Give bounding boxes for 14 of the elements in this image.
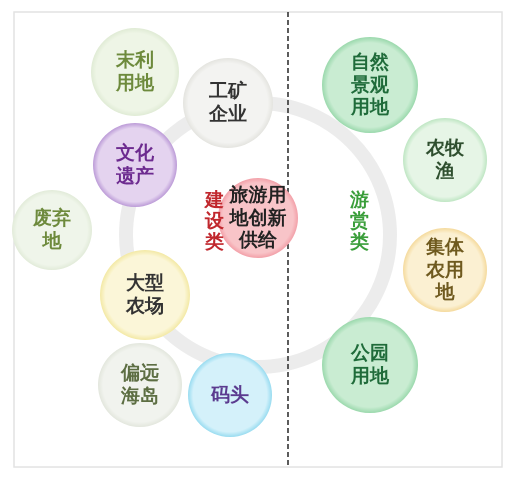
category-label: 建设类: [205, 190, 224, 253]
node-label: 工矿企业: [208, 80, 248, 126]
node-label: 文化遗产: [115, 142, 155, 188]
node-label: 自然景观用地: [350, 50, 390, 120]
node-label: 旅游用地创新供给: [228, 184, 288, 252]
node-label: 偏远海岛: [120, 362, 160, 408]
node-label: 末利用地: [115, 49, 155, 95]
node-label: 公园用地: [350, 342, 390, 388]
node-label: 大型农场: [125, 272, 165, 318]
node-label: 废弃地: [32, 207, 72, 253]
node-label: 农牧渔: [425, 137, 465, 183]
node-label: 码头: [210, 384, 250, 406]
category-label: 游赏类: [350, 190, 369, 253]
node-label: 集体农用地: [425, 236, 465, 304]
